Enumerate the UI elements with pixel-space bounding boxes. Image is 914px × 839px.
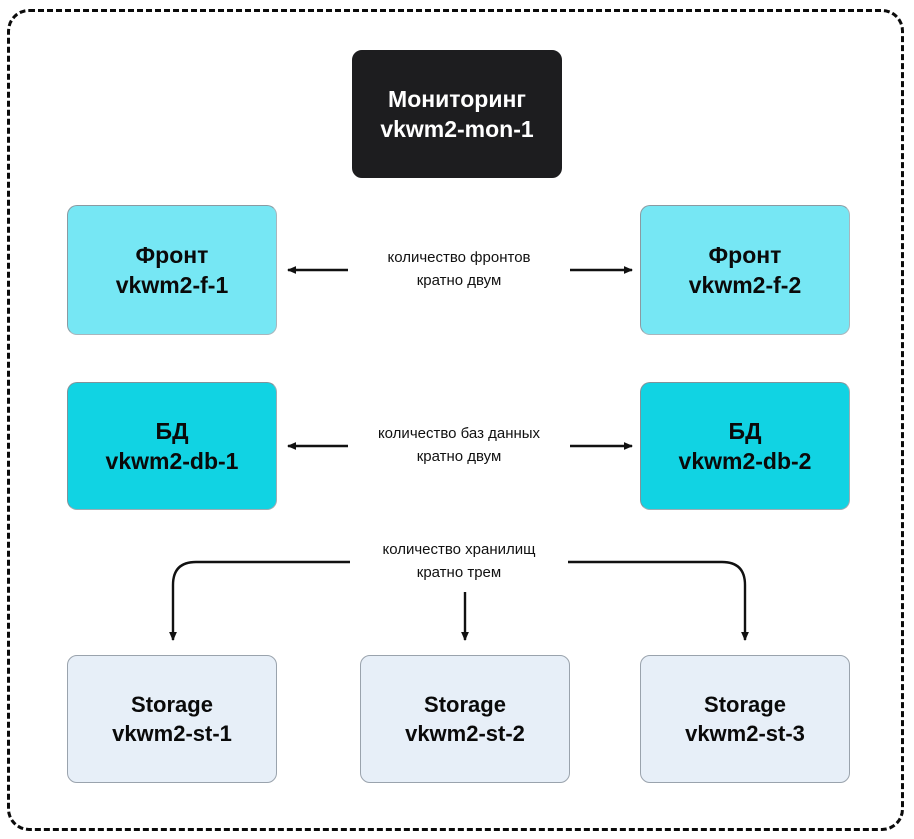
node-monitoring[interactable]: Мониторинг vkwm2-mon-1	[352, 50, 562, 178]
node-storage-3-host: vkwm2-st-3	[685, 721, 805, 746]
edge-label-fronts-line2: кратно двум	[416, 272, 502, 290]
edge-label-storages-line2: кратно трем	[416, 564, 502, 582]
node-front-2[interactable]: Фронт vkwm2-f-2	[640, 205, 850, 335]
node-storage-3-role: Storage	[704, 691, 786, 717]
node-storage-1-role: Storage	[131, 691, 213, 717]
node-db-1[interactable]: БД vkwm2-db-1	[67, 382, 277, 510]
node-front-1[interactable]: Фронт vkwm2-f-1	[67, 205, 277, 335]
edge-label-storages: количество хранилищ кратно трем	[348, 538, 570, 585]
node-storage-1-host: vkwm2-st-1	[112, 721, 232, 746]
node-front-1-role: Фронт	[135, 241, 209, 268]
edge-label-fronts-line1: количество фронтов	[387, 249, 531, 266]
edge-label-storages-line1: количество хранилищ	[382, 541, 536, 558]
node-db-2-host: vkwm2-db-2	[678, 448, 812, 474]
node-db-1-role: БД	[155, 417, 189, 444]
node-storage-2-host: vkwm2-st-2	[405, 721, 525, 746]
node-db-2[interactable]: БД vkwm2-db-2	[640, 382, 850, 510]
edge-label-fronts: количество фронтов кратно двум	[348, 246, 570, 293]
node-db-2-role: БД	[728, 417, 762, 444]
node-monitoring-host: vkwm2-mon-1	[380, 116, 534, 142]
node-monitoring-role: Мониторинг	[388, 85, 526, 112]
node-db-1-host: vkwm2-db-1	[105, 448, 239, 474]
node-storage-2-role: Storage	[424, 691, 506, 717]
edge-label-databases-line1: количество баз данных	[377, 425, 541, 442]
edge-label-databases: количество баз данных кратно двум	[348, 422, 570, 469]
edge-label-databases-line2: кратно двум	[416, 448, 502, 466]
node-front-2-host: vkwm2-f-2	[688, 272, 802, 298]
node-front-1-host: vkwm2-f-1	[115, 272, 229, 298]
node-storage-3[interactable]: Storage vkwm2-st-3	[640, 655, 850, 783]
diagram-outer-frame	[7, 9, 904, 831]
node-storage-2[interactable]: Storage vkwm2-st-2	[360, 655, 570, 783]
node-front-2-role: Фронт	[708, 241, 782, 268]
node-storage-1[interactable]: Storage vkwm2-st-1	[67, 655, 277, 783]
